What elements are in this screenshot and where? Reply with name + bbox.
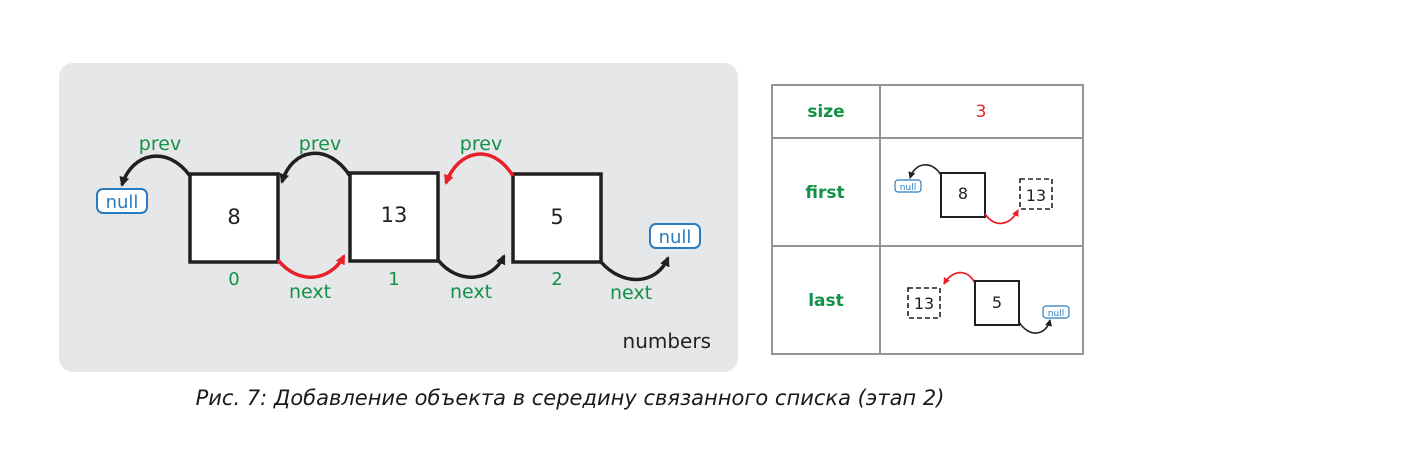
node-index: 2 xyxy=(551,269,562,290)
prev-label: prev xyxy=(299,133,341,155)
next-arrow-1 xyxy=(436,254,506,279)
prev-arrow-2 xyxy=(444,152,515,185)
last-null-text: null xyxy=(1048,309,1064,319)
last-node xyxy=(974,280,1020,326)
last-label: last xyxy=(808,291,844,311)
last-next-arrow xyxy=(1018,319,1052,334)
last-prev-node xyxy=(907,287,941,319)
first-null-badge xyxy=(894,179,922,193)
size-label: size xyxy=(807,102,844,122)
last-prev-arrow xyxy=(943,271,976,285)
list-node-0: 8 xyxy=(188,172,280,264)
null-text: null xyxy=(659,227,692,248)
list-container-label: numbers xyxy=(623,329,711,353)
prev-arrow-1 xyxy=(279,151,352,184)
first-next-node xyxy=(1019,178,1053,210)
node-index: 1 xyxy=(388,269,399,290)
first-next-arrow xyxy=(984,209,1019,225)
next-arrow-2 xyxy=(599,256,670,282)
first-null-text: null xyxy=(900,183,916,193)
next-label: next xyxy=(289,281,331,303)
node-value: 13 xyxy=(381,203,408,227)
first-next-value: 13 xyxy=(1026,186,1046,205)
next-label: next xyxy=(450,281,492,303)
figure-caption: Рис. 7: Добавление объекта в середину св… xyxy=(195,386,945,410)
node-value: 8 xyxy=(227,205,240,229)
first-mini-diagram: 8 null 13 xyxy=(894,164,1053,225)
first-prev-arrow xyxy=(908,164,942,179)
list-node-1: 13 xyxy=(348,171,440,263)
null-badge-right: null xyxy=(649,223,701,249)
first-node-value: 8 xyxy=(958,184,968,203)
last-node-value: 5 xyxy=(992,293,1002,312)
next-arrow-0 xyxy=(276,254,346,279)
prev-arrow-0 xyxy=(119,154,192,187)
last-mini-diagram: 13 5 null xyxy=(907,271,1070,334)
node-value: 5 xyxy=(550,205,563,229)
last-null-badge xyxy=(1042,305,1070,319)
first-node xyxy=(940,172,986,218)
prev-label: prev xyxy=(139,133,181,155)
fields-table xyxy=(771,84,1084,355)
null-badge-left: null xyxy=(96,188,148,214)
null-text: null xyxy=(106,192,139,213)
last-prev-value: 13 xyxy=(914,294,934,313)
first-label: first xyxy=(805,183,844,203)
next-label: next xyxy=(610,282,652,304)
prev-label: prev xyxy=(460,133,502,155)
size-value: 3 xyxy=(976,102,987,122)
node-index: 0 xyxy=(228,269,239,290)
list-node-2: 5 xyxy=(511,172,603,264)
